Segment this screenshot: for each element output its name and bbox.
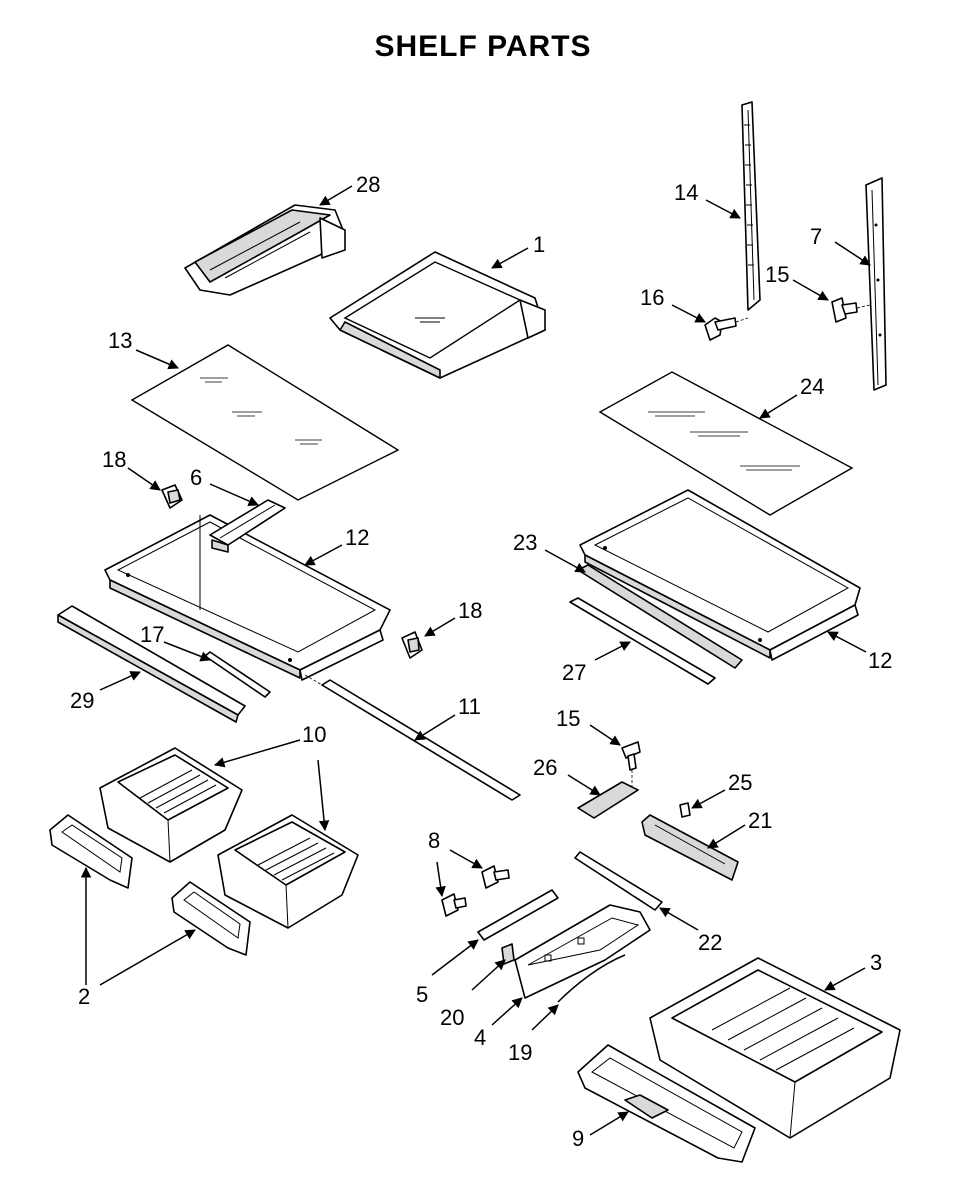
label-11: 11 — [458, 694, 481, 719]
part-number-labels: 28 1 13 14 7 15 16 24 18 6 12 18 23 12 2… — [70, 172, 892, 1151]
part-22-slide-rod[interactable] — [574, 851, 663, 911]
part-1-shelf-frame[interactable] — [329, 251, 546, 379]
part-12-shelf-frame-right[interactable] — [579, 489, 861, 661]
part-15-screw-lower[interactable] — [621, 741, 641, 771]
label-17: 17 — [140, 622, 164, 647]
part-6-bracket[interactable] — [209, 499, 286, 553]
label-15-upper: 15 — [765, 262, 789, 287]
part-21-rail-bracket[interactable] — [641, 814, 739, 881]
label-15-lower: 15 — [556, 706, 580, 731]
part-14-vertical-rail[interactable] — [741, 101, 761, 311]
part-8-screw-b[interactable] — [441, 893, 467, 917]
label-1: 1 — [533, 232, 545, 257]
label-16: 16 — [640, 285, 664, 310]
part-15-screw-upper[interactable] — [831, 297, 871, 323]
leader-lines — [80, 185, 871, 1136]
part-29-trim-strip[interactable] — [57, 605, 246, 723]
part-11-long-rod[interactable] — [304, 674, 521, 801]
label-25: 25 — [728, 770, 752, 795]
label-5: 5 — [416, 982, 428, 1007]
label-18-left: 18 — [102, 447, 126, 472]
label-4: 4 — [474, 1025, 486, 1050]
part-10-crisper-drawer-upper[interactable] — [99, 747, 243, 863]
part-24-glass-pane[interactable] — [598, 371, 854, 516]
label-12-left: 12 — [345, 525, 369, 550]
label-23: 23 — [513, 530, 537, 555]
label-26: 26 — [533, 755, 557, 780]
label-2: 2 — [78, 984, 90, 1009]
part-9-drawer-front[interactable] — [577, 1044, 756, 1163]
label-14: 14 — [674, 180, 698, 205]
part-20-small-clip[interactable] — [501, 943, 515, 965]
part-13-glass-pane[interactable] — [130, 344, 400, 501]
part-2-drawer-front-upper[interactable] — [49, 814, 133, 889]
label-3: 3 — [870, 950, 882, 975]
label-6: 6 — [190, 465, 202, 490]
label-18-right: 18 — [458, 598, 482, 623]
label-7: 7 — [810, 224, 822, 249]
part-12-shelf-frame-left[interactable] — [104, 514, 391, 681]
part-4-slide-housing[interactable] — [514, 904, 651, 999]
part-18-clip-right[interactable] — [401, 631, 423, 659]
part-5-bar[interactable] — [477, 889, 559, 941]
part-26-bracket[interactable] — [577, 765, 639, 819]
label-8: 8 — [428, 828, 440, 853]
part-28-small-shelf[interactable] — [184, 204, 346, 296]
part-25-clip[interactable] — [679, 802, 691, 818]
label-21: 21 — [748, 808, 772, 833]
label-28: 28 — [356, 172, 380, 197]
label-20: 20 — [440, 1005, 464, 1030]
part-10-crisper-drawer-lower[interactable] — [217, 814, 359, 929]
label-19: 19 — [508, 1040, 532, 1065]
label-29: 29 — [70, 688, 94, 713]
label-9: 9 — [572, 1126, 584, 1151]
part-7-vertical-rail[interactable] — [865, 177, 887, 391]
part-18-clip-left[interactable] — [161, 484, 183, 509]
label-10: 10 — [302, 722, 326, 747]
part-2-drawer-front-lower[interactable] — [171, 881, 251, 956]
part-27-strip[interactable] — [569, 597, 716, 685]
label-13: 13 — [108, 328, 132, 353]
part-19-wire[interactable] — [557, 954, 626, 1003]
label-22: 22 — [698, 930, 722, 955]
label-12-right: 12 — [868, 648, 892, 673]
part-8-screw-a[interactable] — [481, 865, 510, 889]
label-24: 24 — [800, 374, 824, 399]
part-16-screw[interactable] — [704, 317, 749, 341]
label-27: 27 — [562, 660, 586, 685]
part-3-freezer-tray[interactable] — [649, 957, 901, 1139]
diagram-title: SHELF PARTS — [374, 30, 591, 63]
